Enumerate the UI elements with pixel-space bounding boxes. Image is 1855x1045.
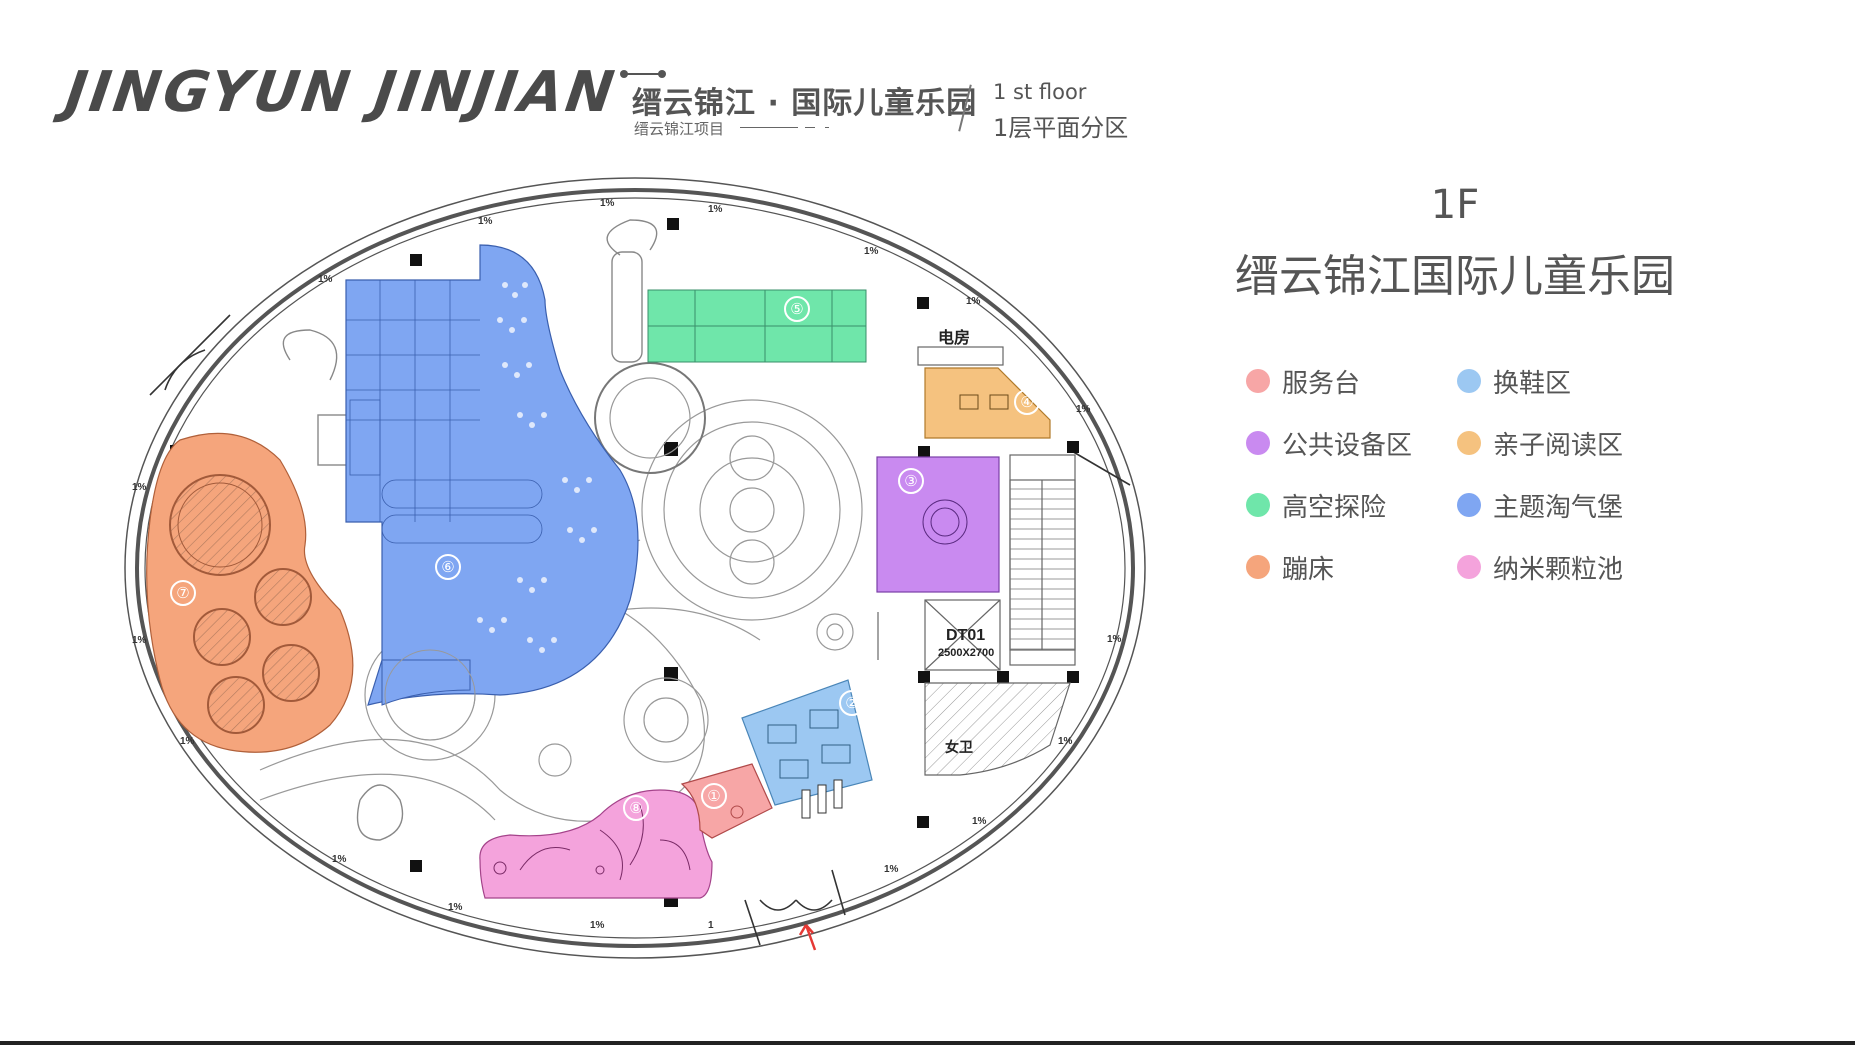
legend-item: 纳米颗粒池 [1457,552,1623,585]
zone-1-marker: ① [707,787,720,805]
slope-label: 1% [708,204,723,215]
slope-label: 1% [1058,736,1073,747]
entrance-arrow-icon [798,924,817,951]
legend-swatch [1457,555,1481,579]
legend-swatch [1246,431,1270,455]
zone-4-reading [924,367,1051,439]
slope-label: 1% [884,864,899,875]
label-power-room: 电房 [938,328,970,347]
label-restroom: 女卫 [945,739,973,756]
zone-1-service-desk [680,763,773,839]
bottom-rule [0,1041,1855,1045]
label-elevator-size: 2500X2700 [938,647,994,659]
label-elevator: DT01 [946,627,985,644]
zone-5-marker: ⑤ [790,300,803,318]
zone-7-marker: ⑦ [176,584,189,602]
legend-item: 蹦床 [1246,552,1334,585]
zone-6-theme-playground [345,244,639,741]
legend-label: 纳米颗粒池 [1493,554,1624,585]
zone-7-trampoline [146,432,354,753]
legend-label: 换鞋区 [1493,368,1572,399]
divider [825,127,829,128]
zone-5-high-adventure [647,289,867,363]
slope-label: 1% [600,198,615,209]
divider [740,127,798,128]
slope-label: 1 [708,920,714,931]
zone-6-marker: ⑥ [441,558,454,576]
zone-2-marker: ② [845,694,858,712]
slope-label: 1% [332,854,347,865]
legend-item: 换鞋区 [1457,366,1571,399]
legend-item: 服务台 [1246,366,1360,399]
legend-item: 主题淘气堡 [1457,490,1623,523]
zone-markers [170,296,1040,821]
panel-floor-title: 1F [1430,182,1480,228]
zone-4-marker: ④ [1020,393,1033,411]
brand-name-cn: 缙云锦江 · 国际儿童乐园 [632,86,978,121]
slope-label: 1% [478,216,493,227]
panel-park-title: 缙云锦江国际儿童乐园 [1235,251,1675,302]
slides [282,219,658,841]
entrance-doors [149,314,1131,946]
building-outline [124,177,1146,959]
slope-label: 1% [132,635,147,646]
divider [805,127,815,128]
slope-label: 1% [318,274,333,285]
legend-swatch [1246,555,1270,579]
slope-label: 1% [1107,634,1122,645]
floor-label-en: 1 st floor [993,80,1087,104]
legend-item: 高空探险 [1246,490,1386,523]
legend-swatch [1246,369,1270,393]
legend-label: 服务台 [1282,368,1361,399]
brand-mark-icon [620,70,666,78]
legend-swatch [1246,493,1270,517]
slope-label: 1% [966,296,981,307]
slope-label: 1% [864,246,879,257]
legend-swatch [1457,431,1481,455]
legend-swatch [1457,493,1481,517]
service-core [877,346,1076,776]
zone-8-nano-pool [479,789,713,899]
floor-label-cn: 1层平面分区 [993,114,1129,142]
legend-label: 公共设备区 [1282,430,1413,461]
zone-3-marker: ③ [904,472,917,490]
slope-label: 1% [1076,404,1091,415]
legend-item: 公共设备区 [1246,428,1412,461]
slope-label: 1% [590,920,605,931]
zone-8-marker: ⑧ [629,799,642,817]
legend-label: 蹦床 [1282,554,1335,585]
slope-label: 1% [132,482,147,493]
slope-label: 1% [972,816,987,827]
legend-swatch [1457,369,1481,393]
legend-label: 亲子阅读区 [1493,430,1624,461]
floor-plan: DT01 2500X2700 电房 女卫 ① ② ③ ④ ⑤ ⑥ ⑦ ⑧ 1% … [124,177,1146,959]
legend-item: 亲子阅读区 [1457,428,1623,461]
slope-label: 1% [180,736,195,747]
legend-label: 主题淘气堡 [1493,492,1624,523]
legend-label: 高空探险 [1282,492,1387,523]
zone-3-public-equipment [876,456,1000,593]
brand-subtitle: 缙云锦江项目 [634,120,725,138]
slope-label: 1% [448,902,463,913]
zone-2-shoe-change [741,679,873,819]
